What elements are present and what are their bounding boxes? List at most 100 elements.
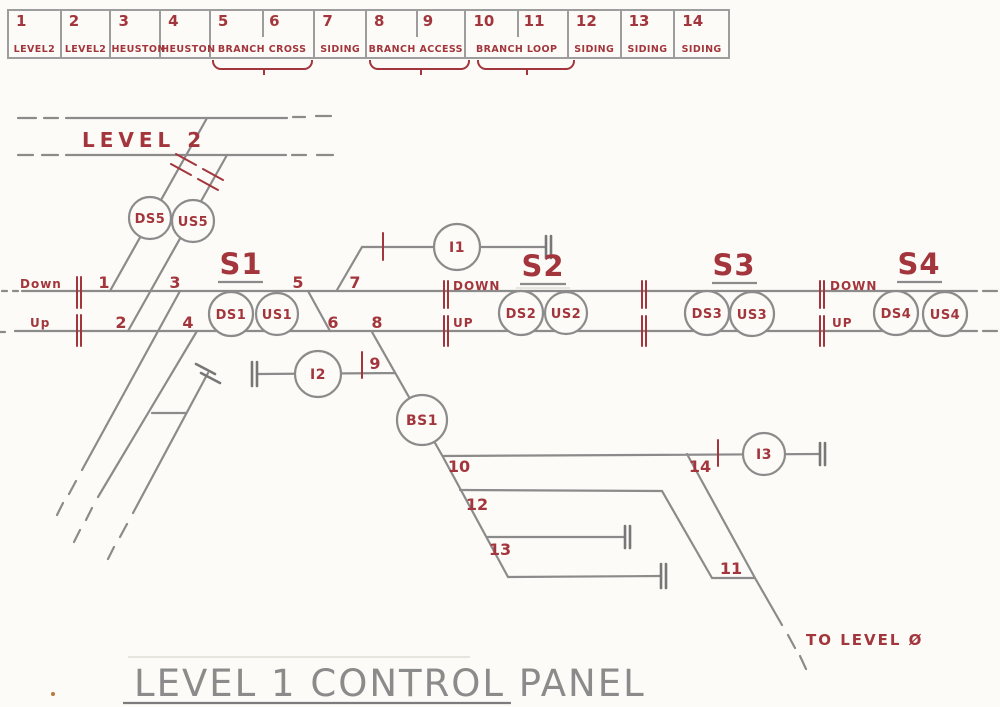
- signal-i1-circle: [432, 222, 482, 272]
- section-labels: S1 S2 S3 S4: [218, 247, 942, 289]
- table-cell-7: 7 SIDING: [315, 11, 368, 57]
- level2-label: LEVEL 2: [82, 128, 206, 152]
- cell-label: BRANCH ACCESS: [368, 44, 463, 55]
- cell-number: 4: [168, 12, 179, 30]
- signal-us1-label: US1: [262, 308, 292, 323]
- signal-ds5-circle: [127, 195, 173, 241]
- table-cell-2: 2 LEVEL2: [62, 11, 112, 57]
- signal-i2-circle: [293, 349, 343, 399]
- ink-speck: [51, 692, 55, 696]
- brace-tick: [262, 68, 265, 75]
- cell-number: 8: [374, 12, 385, 30]
- point-13-label: 13: [489, 540, 511, 559]
- point-11-label: 11: [720, 559, 742, 578]
- partial-cell-divider: [516, 11, 519, 37]
- signal-ds5-label: DS5: [135, 212, 166, 227]
- cell-number: 10: [473, 12, 495, 30]
- cell-label: SIDING: [681, 44, 722, 55]
- point-6-label: 6: [327, 313, 338, 332]
- to-level-0-label: TO LEVEL Ø: [806, 631, 923, 649]
- signal-us3-label: US3: [737, 308, 767, 323]
- crossover-and-branch-tracks: [256, 245, 548, 579]
- up-label-left: Up: [30, 316, 50, 330]
- signal-ds2-circle: [497, 289, 545, 337]
- signal-ds1-circle: [207, 290, 255, 338]
- signal-us2-label: US2: [551, 307, 581, 322]
- up-label-s2: UP: [453, 316, 474, 330]
- point-numbers: 1 2 3 4 5 6 7 8 9 10 11 12 13 14: [98, 273, 742, 578]
- cell-number: 2: [68, 12, 80, 30]
- down-label-s4: DOWN: [830, 279, 877, 293]
- point-4-label: 4: [182, 313, 193, 332]
- signal-i3-circle: [741, 431, 787, 477]
- down-label-s2: DOWN: [453, 279, 500, 293]
- partial-cell-divider: [415, 11, 418, 37]
- cell-label: HEUSTON: [161, 44, 216, 55]
- cell-label: SIDING: [574, 44, 615, 55]
- insulated-joint-marks: [76, 153, 825, 467]
- brace-tick: [526, 68, 528, 75]
- cell-label: BRANCH LOOP: [476, 44, 558, 55]
- signal-bs1-label: BS1: [406, 413, 438, 429]
- signal-i1-label: I1: [449, 240, 465, 256]
- cell-label: SIDING: [320, 44, 361, 55]
- signal-heads: DS5 US5 DS1 US1 DS2 US2 DS3 US3 DS4 US4 …: [127, 195, 969, 477]
- signal-us4-label: US4: [930, 308, 960, 323]
- table-cell-1: 1 LEVEL2: [9, 11, 62, 57]
- signal-i3-label: I3: [756, 447, 772, 463]
- table-cell-3: 3 HEUSTON: [111, 11, 166, 57]
- table-cell-4: 4 HEUSTON: [161, 11, 216, 57]
- section-s4-label: S4: [897, 247, 940, 281]
- signal-us1-circle: [254, 291, 300, 337]
- buffer-stops: [194, 234, 827, 590]
- cell-label: LEVEL2: [13, 44, 56, 55]
- table-cell-8-9: 8 9 BRANCH ACCESS: [367, 11, 467, 57]
- cell-number: 3: [118, 12, 129, 30]
- cell-number: 7: [322, 12, 333, 30]
- signal-us4-circle: [921, 290, 969, 338]
- signal-i2-label: I2: [310, 367, 326, 383]
- cell-number: 1: [16, 12, 27, 30]
- page-title: LEVEL 1 CONTROL PANEL: [134, 662, 646, 705]
- point-2-label: 2: [115, 313, 126, 332]
- point-10-label: 10: [448, 457, 470, 476]
- signal-us2-circle: [543, 290, 589, 336]
- signal-ds2-label: DS2: [506, 307, 537, 322]
- table-cell-5-6: 5 6 BRANCH CROSS: [211, 11, 316, 57]
- cell-number: 11: [523, 12, 545, 30]
- point-5-label: 5: [292, 273, 303, 292]
- signal-us5-label: US5: [178, 215, 208, 230]
- signal-us5-circle: [170, 198, 216, 244]
- direction-labels: Down Up DOWN UP DOWN UP: [20, 277, 877, 330]
- table-cell-12: 12 SIDING: [569, 11, 622, 57]
- section-s2-label: S2: [521, 249, 564, 283]
- group-brace-branch-cross: [212, 60, 313, 75]
- table-cell-13: 13 SIDING: [622, 11, 676, 57]
- cell-number: 12: [575, 12, 597, 30]
- point-8-label: 8: [371, 313, 382, 332]
- cell-number: 5: [217, 12, 229, 30]
- signal-bs1-circle: [395, 393, 449, 447]
- group-brace-branch-loop: [477, 60, 575, 75]
- signal-us3-circle: [728, 290, 776, 338]
- main-down-up-tracks: [0, 289, 999, 334]
- table-cell-10-11: 10 11 BRANCH LOOP: [466, 11, 569, 57]
- cell-label: HEUSTON: [111, 44, 166, 55]
- point-1-label: 1: [98, 273, 109, 292]
- yard-siding-tracks: [441, 452, 822, 671]
- signal-ds4-label: DS4: [881, 307, 912, 322]
- signal-ds1-label: DS1: [216, 308, 247, 323]
- left-yard-tracks: [55, 289, 210, 561]
- switch-legend-table: 1 LEVEL2 2 LEVEL2 3 HEUSTON 4 HEUSTON 5 …: [7, 9, 730, 59]
- brace-tick: [419, 68, 422, 75]
- section-s3-label: S3: [712, 248, 755, 282]
- point-12-label: 12: [466, 495, 488, 514]
- cell-number: 6: [269, 12, 280, 30]
- cell-label: BRANCH CROSS: [217, 44, 307, 55]
- cell-number: 9: [422, 12, 434, 30]
- point-7-label: 7: [349, 273, 360, 292]
- point-9-label: 9: [369, 354, 380, 373]
- section-s1-label: S1: [219, 247, 262, 281]
- signal-ds3-label: DS3: [692, 307, 723, 322]
